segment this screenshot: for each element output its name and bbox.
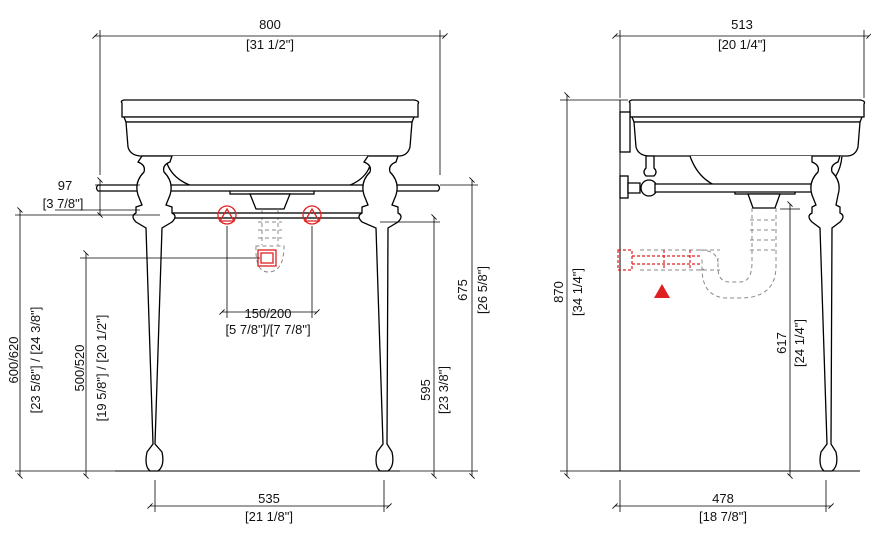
dim-97-mm: 97 bbox=[58, 178, 72, 193]
dim-870-mm: 870 bbox=[551, 281, 566, 303]
trap-hidden bbox=[261, 209, 279, 245]
dim-617-mm: 617 bbox=[774, 332, 789, 354]
side-rear-post bbox=[643, 155, 657, 177]
dim-800-mm: 800 bbox=[259, 17, 281, 32]
dim-600-mm: 600/620 bbox=[6, 337, 21, 384]
towel-rail bbox=[95, 184, 441, 192]
dim-150-in: [5 7/8"]/[7 7/8"] bbox=[225, 322, 310, 337]
wall-bracket bbox=[619, 111, 631, 153]
dim-535-mm: 535 bbox=[258, 491, 280, 506]
dim-tap-spacing: 150/200 [5 7/8"]/[7 7/8"] bbox=[219, 226, 320, 337]
dim-rail-height: 600/620 [23 5/8"] / [24 3/8"] bbox=[6, 207, 160, 479]
side-basin-apron bbox=[633, 121, 861, 157]
side-trap-hidden bbox=[640, 208, 778, 299]
dim-870-in: [34 1/4"] bbox=[570, 268, 585, 316]
waste-height-marker-triangle bbox=[654, 284, 670, 298]
dim-leg-height: 595 [23 3/8"] bbox=[380, 214, 451, 479]
dim-500-in: [19 5/8"] / [20 1/2"] bbox=[94, 315, 109, 422]
trap-bend-hidden bbox=[255, 245, 285, 273]
dim-width-800: 800 [31 1/2"] bbox=[92, 17, 448, 175]
dim-rail-offset-97: 97 [3 7/8"] bbox=[43, 177, 140, 218]
waste-body bbox=[249, 193, 291, 210]
left-leg bbox=[132, 155, 176, 472]
basin-top bbox=[120, 99, 420, 118]
side-leg bbox=[808, 155, 844, 472]
basin-rim bbox=[123, 116, 415, 123]
left-tap-marker bbox=[217, 205, 237, 225]
dim-depth-513: 513 [20 1/4"] bbox=[612, 17, 871, 98]
dim-500-mm: 500/520 bbox=[72, 345, 87, 392]
side-basin-top bbox=[628, 99, 866, 118]
right-leg bbox=[358, 155, 402, 472]
side-waste-outlet-marker bbox=[617, 249, 700, 271]
dim-leg-depth: 478 [18 7/8"] bbox=[612, 480, 834, 524]
dim-total-height: 870 [34 1/4"] bbox=[551, 92, 628, 479]
dim-513-mm: 513 bbox=[731, 17, 753, 32]
right-tap-marker bbox=[302, 205, 322, 225]
side-view: 513 [20 1/4"] 870 [34 1/4"] 617 [24 1/4"… bbox=[551, 17, 871, 524]
side-waste-body bbox=[747, 193, 781, 209]
dim-478-in: [18 7/8"] bbox=[699, 509, 747, 524]
dim-600-in: [23 5/8"] / [24 3/8"] bbox=[28, 307, 43, 414]
dim-800-in: [31 1/2"] bbox=[246, 37, 294, 52]
front-view: 800 [31 1/2"] 97 [3 7/8"] 600/620 [23 5/… bbox=[6, 17, 490, 524]
dim-150-mm: 150/200 bbox=[245, 306, 292, 321]
dim-97-in: [3 7/8"] bbox=[43, 196, 84, 211]
dim-513-in: [20 1/4"] bbox=[718, 37, 766, 52]
side-basin-rim bbox=[631, 116, 863, 123]
dim-top-height: 675 [26 5/8"] bbox=[440, 177, 490, 479]
cross-rail bbox=[161, 212, 375, 219]
dim-waste-height: 500/520 [19 5/8"] / [20 1/2"] bbox=[72, 250, 260, 479]
dim-617-in: [24 1/4"] bbox=[792, 319, 807, 367]
dim-535-in: [21 1/8"] bbox=[245, 509, 293, 524]
dim-595-in: [23 3/8"] bbox=[436, 366, 451, 414]
dim-595-mm: 595 bbox=[418, 379, 433, 401]
side-towel-rail bbox=[654, 183, 829, 193]
dim-675-mm: 675 bbox=[455, 279, 470, 301]
dim-leg-spacing: 535 [21 1/8"] bbox=[147, 480, 392, 524]
dim-478-mm: 478 bbox=[712, 491, 734, 506]
rail-wall-plate bbox=[619, 175, 629, 199]
dim-675-in: [26 5/8"] bbox=[475, 266, 490, 314]
dim-trap-height: 617 [24 1/4"] bbox=[774, 201, 807, 479]
basin-apron bbox=[125, 121, 413, 157]
